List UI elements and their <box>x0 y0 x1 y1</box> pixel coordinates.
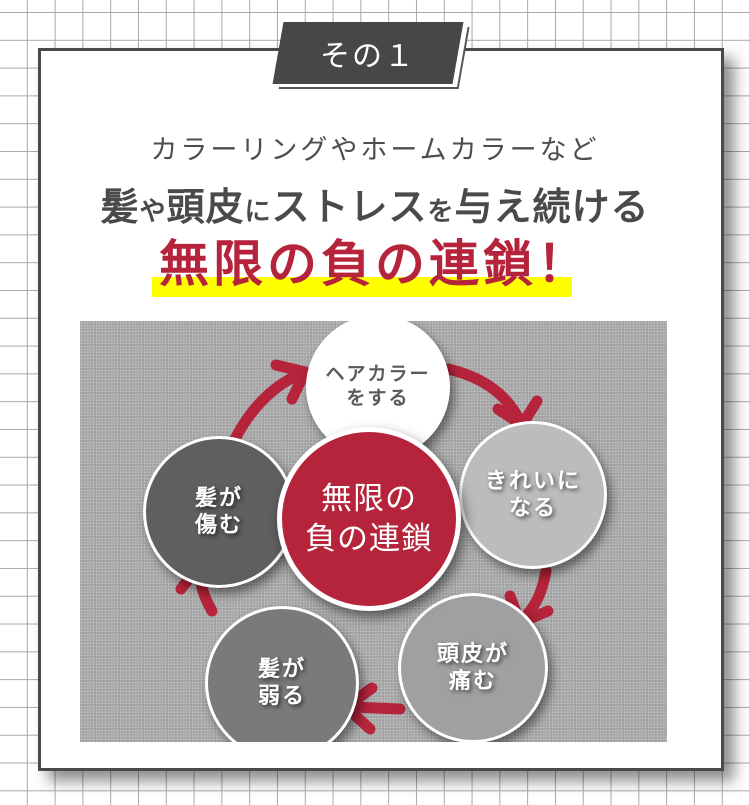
headline-main: 髪や頭皮にストレスを与え続ける <box>0 176 750 231</box>
headline-emphasis: 無限の負の連鎖！ <box>159 234 591 293</box>
headline-particle: を <box>427 197 455 227</box>
cycle-step-scalp-hurts: 頭皮が 痛む <box>398 593 548 742</box>
cycle-step-label: 髪が 傷む <box>194 485 243 539</box>
headline-particle: に <box>244 197 272 227</box>
headline-word: 髪 <box>100 184 140 229</box>
cycle-step-label: きれいに なる <box>484 468 581 522</box>
cycle-diagram: ヘアカラー をする きれいに なる 頭皮が 痛む 髪が 弱る 髪が 傷む 無限の… <box>80 321 667 742</box>
cycle-step-hair-damaged: 髪が 傷む <box>143 436 295 588</box>
cycle-center-label: 無限の 負の連鎖 <box>305 480 433 557</box>
headline-intro: カラーリングやホームカラーなど <box>150 135 600 166</box>
headline-word: ストレス <box>271 184 428 229</box>
headline-word: 頭皮 <box>166 184 245 229</box>
headline-word: 与え続ける <box>454 184 650 229</box>
cycle-step-label: ヘアカラー をする <box>325 363 431 409</box>
cycle-center: 無限の 負の連鎖 <box>277 427 461 611</box>
section-label: その１ <box>320 39 416 74</box>
yellow-highlight-bar <box>152 277 572 297</box>
headline-particle: や <box>139 197 167 227</box>
cycle-step-label: 頭皮が 痛む <box>436 641 509 695</box>
cycle-step-label: 髪が 弱る <box>257 656 306 710</box>
cycle-step-becomes-pretty: きれいに なる <box>459 421 607 569</box>
cycle-step-hair-weakens: 髪が 弱る <box>205 606 359 742</box>
